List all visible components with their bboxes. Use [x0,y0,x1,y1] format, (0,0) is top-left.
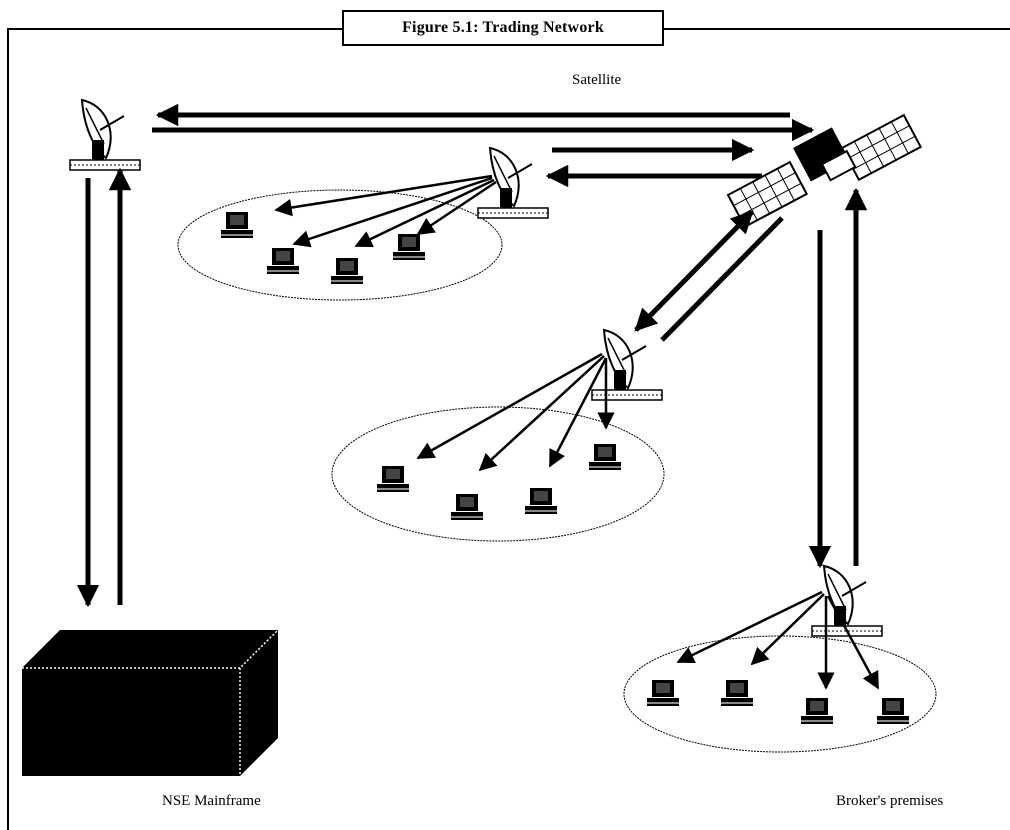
terminal-icon [589,444,621,470]
broker-premises-label: Broker's premises [836,793,944,809]
figure-frame [7,28,1010,830]
terminal-icon [721,680,753,706]
satellite-dish-icon [811,565,883,637]
satellite-label: Satellite [572,72,622,88]
figure-caption: Figure 5.1: Trading Network [342,10,664,46]
nse-mainframe-label: NSE Mainframe [162,793,261,809]
terminal-icon [331,258,363,284]
terminal-icon [801,698,833,724]
nse-satellite-dish-icon [69,99,141,171]
terminal-icon [451,494,483,520]
terminal-icon [393,234,425,260]
broker-site-1 [177,138,762,301]
terminal-icon [221,212,253,238]
terminal-icon [267,248,299,274]
terminal-icon [647,680,679,706]
terminal-icon [525,488,557,514]
broker-site-2 [331,329,665,542]
satellite-broker3-link [808,187,868,569]
satellite-broker2-link [634,210,784,342]
terminal-icon [877,698,909,724]
terminal-icon [377,466,409,492]
nse-mainframe-icon [22,629,279,776]
nse-mainframe-link [76,167,132,608]
broker-site-3 [623,565,937,753]
nse-satellite-link [152,103,815,142]
